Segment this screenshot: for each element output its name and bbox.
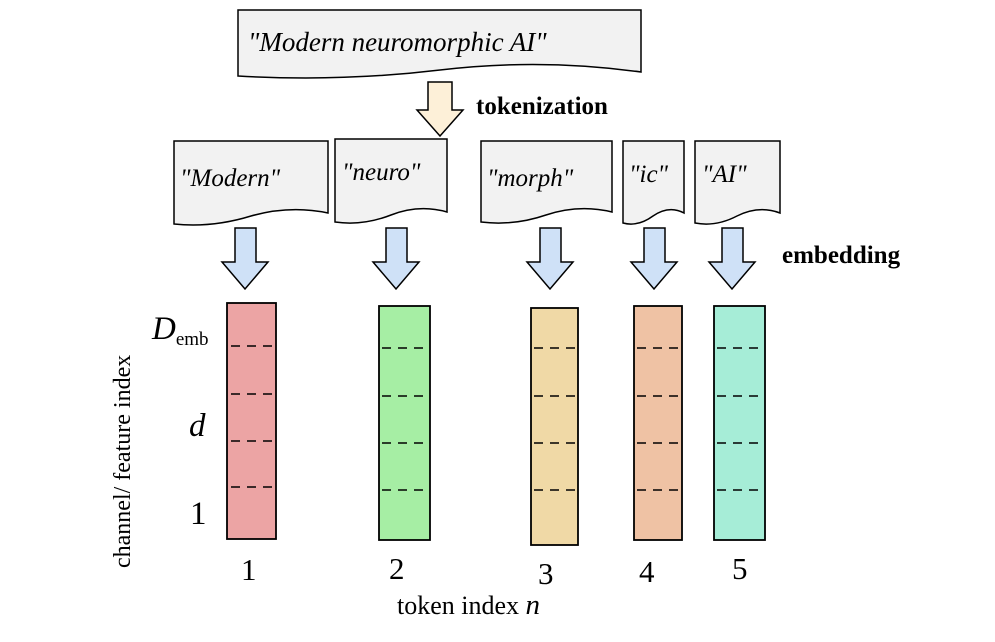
embedding-arrow-5 [707, 227, 757, 291]
embedding-label: embedding [782, 242, 901, 269]
d-emb-sub: emb [176, 329, 209, 350]
embedding-column-3 [530, 307, 579, 546]
embedding-column-2 [378, 305, 431, 541]
token-document-ai: "AI" [694, 140, 781, 225]
token-text-modern: "Modern" [180, 165, 281, 192]
embedding-column-4 [633, 305, 683, 541]
d-label: d [189, 408, 206, 444]
sentence-document [237, 9, 642, 79]
embedding-arrow-1 [220, 227, 270, 291]
token-text-ic: "ic" [629, 161, 669, 188]
tokenization-label: tokenization [476, 93, 608, 120]
embedding-column-5 [713, 305, 766, 541]
token-document-morph: "morph" [480, 140, 613, 224]
x-axis-label: token index n [397, 589, 540, 621]
x-axis-variable: n [526, 589, 541, 621]
embedding-arrow-4 [629, 227, 679, 291]
embedding-column-1 [226, 302, 277, 540]
token-index-1: 1 [241, 552, 257, 587]
sentence-text: "Modern neuromorphic AI" [248, 27, 547, 57]
token-document-ic: "ic" [622, 140, 685, 225]
token-index-5: 5 [732, 551, 748, 586]
token-index-2: 2 [389, 551, 405, 586]
token-document-neuro: "neuro" [334, 138, 448, 224]
token-text-neuro: "neuro" [342, 159, 421, 186]
embedding-arrow-3 [525, 227, 575, 291]
token-document-modern: "Modern" [173, 140, 329, 226]
y-axis-label: channel/ feature index [110, 355, 136, 568]
tokenization-arrow [415, 81, 465, 138]
token-index-3: 3 [538, 556, 554, 591]
token-index-4: 4 [639, 554, 655, 589]
d-emb-label: Demb [151, 311, 209, 350]
one-label: 1 [190, 496, 207, 532]
x-axis-prefix: token index [397, 591, 526, 620]
d-emb-main: D [151, 311, 176, 347]
token-text-morph: "morph" [487, 165, 574, 192]
token-text-ai: "AI" [702, 161, 747, 188]
embedding-arrow-2 [371, 227, 421, 291]
